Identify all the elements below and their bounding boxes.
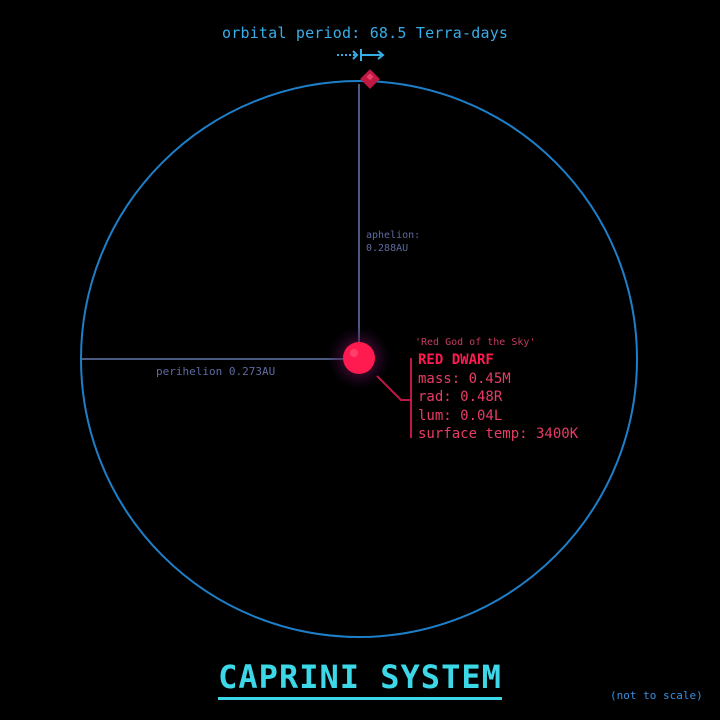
- star-surface-temp: surface temp: 3400K: [418, 426, 579, 442]
- star: [343, 342, 375, 374]
- star-leader-line: [376, 375, 412, 438]
- orbit-direction-arrow-icon: [337, 49, 385, 61]
- aphelion-value: 0.288AU: [366, 243, 409, 254]
- star-radius: rad: 0.48R: [418, 389, 503, 405]
- orbital-period-label: orbital period: 68.5 Terra-days: [222, 24, 509, 42]
- system-title: CAPRINI SYSTEM: [0, 658, 720, 700]
- system-title-text: CAPRINI SYSTEM: [218, 658, 502, 700]
- perihelion-label: perihelion 0.273AU: [156, 365, 276, 378]
- scale-note: (not to scale): [610, 689, 703, 702]
- star-info: RED DWARF mass: 0.45M rad: 0.48R lum: 0.…: [418, 351, 578, 444]
- star-type: RED DWARF: [418, 352, 494, 368]
- aphelion-label: aphelion: 0.288AU: [366, 229, 420, 255]
- star-nickname: 'Red God of the Sky': [415, 337, 536, 348]
- star-mass: mass: 0.45M: [418, 370, 511, 387]
- aphelion-caption: aphelion:: [366, 230, 421, 241]
- star-luminosity: lum: 0.04L: [418, 407, 503, 424]
- orbit-path: [80, 80, 638, 638]
